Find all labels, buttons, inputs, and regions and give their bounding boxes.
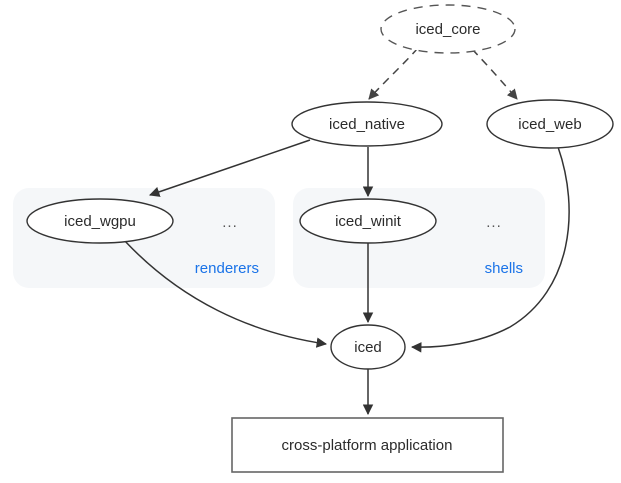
iced-label: iced xyxy=(354,339,382,356)
shells-group-label: shells xyxy=(485,260,523,277)
node-iced-native[interactable]: iced_native xyxy=(291,101,443,147)
node-iced-core[interactable]: iced_core xyxy=(380,4,516,54)
application-box[interactable] xyxy=(231,417,504,473)
application-label: cross-platform application xyxy=(282,437,453,454)
edge-web-to-iced xyxy=(410,146,570,353)
iced-wgpu-ellipse[interactable] xyxy=(26,198,174,244)
iced-native-ellipse[interactable] xyxy=(291,101,443,147)
iced-native-label: iced_native xyxy=(329,116,405,133)
iced-core-ellipse[interactable] xyxy=(380,4,516,54)
shells-ellipsis: ... xyxy=(486,214,502,231)
edge-wgpu-to-iced xyxy=(123,239,328,348)
iced-winit-ellipse[interactable] xyxy=(299,198,437,244)
iced-winit-label: iced_winit xyxy=(335,213,402,230)
iced-web-label: iced_web xyxy=(518,116,581,133)
iced-wgpu-label: iced_wgpu xyxy=(64,213,136,230)
renderers-group-label: renderers xyxy=(195,260,259,277)
node-cross-platform-application[interactable]: cross-platform application xyxy=(231,417,504,473)
node-iced-web[interactable]: iced_web xyxy=(486,99,614,149)
renderers-ellipsis: ... xyxy=(222,214,238,231)
node-iced-wgpu[interactable]: iced_wgpu xyxy=(26,198,174,244)
iced-web-ellipse[interactable] xyxy=(486,99,614,149)
edge-core-to-native xyxy=(368,47,419,100)
edges-layer xyxy=(123,47,570,416)
iced-ellipse[interactable] xyxy=(330,324,406,370)
edge-core-to-web xyxy=(471,48,518,100)
edge-native-to-wgpu xyxy=(149,139,311,197)
node-iced-winit[interactable]: iced_winit xyxy=(299,198,437,244)
iced-core-label: iced_core xyxy=(415,21,480,38)
node-iced[interactable]: iced xyxy=(330,324,406,370)
